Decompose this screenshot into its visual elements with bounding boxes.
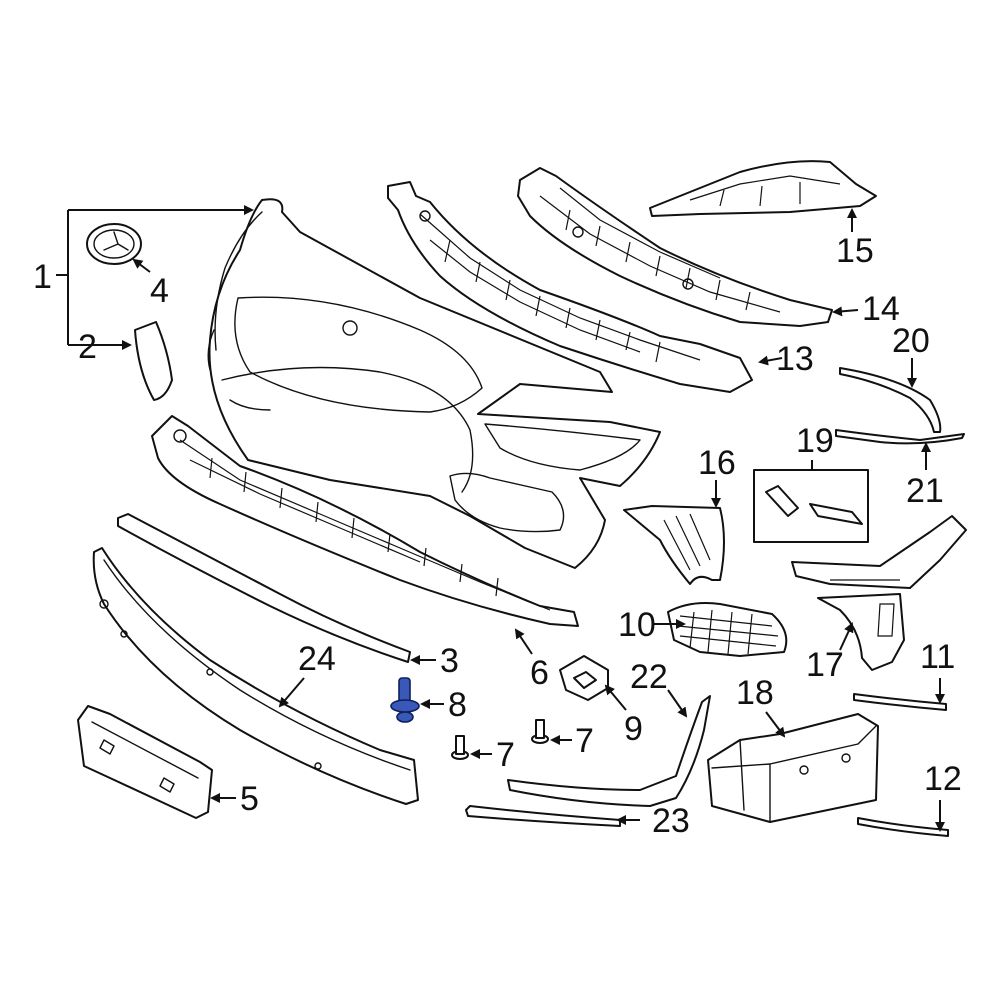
fog-lamp-grille bbox=[667, 602, 788, 657]
push-rivet bbox=[390, 677, 420, 723]
callout-23: 23 bbox=[652, 802, 690, 840]
callout-2: 2 bbox=[78, 328, 97, 366]
callout-10: 10 bbox=[618, 606, 656, 644]
callout-1: 1 bbox=[33, 258, 52, 296]
callout-4: 4 bbox=[150, 272, 169, 310]
clip-nut bbox=[559, 655, 609, 701]
callout-21: 21 bbox=[906, 472, 944, 510]
lower-bumper-frame bbox=[151, 415, 579, 627]
callout-22: 22 bbox=[630, 658, 668, 696]
upper-crossmember bbox=[517, 167, 833, 327]
callout-18: 18 bbox=[736, 674, 774, 712]
kit-piece-b bbox=[809, 503, 863, 525]
callout-15: 15 bbox=[836, 232, 874, 270]
callout-8: 8 bbox=[448, 686, 467, 724]
kit-piece-a bbox=[765, 485, 799, 517]
callout-11: 11 bbox=[920, 638, 955, 676]
chrome-trim-lower bbox=[835, 429, 965, 445]
molding-strip-lower bbox=[857, 817, 949, 837]
air-duct-bracket bbox=[623, 505, 725, 585]
leader-lines bbox=[56, 205, 945, 832]
crash-absorber-block bbox=[707, 713, 879, 823]
callout-12: 12 bbox=[924, 760, 962, 798]
callout-7a: 7 bbox=[575, 722, 594, 760]
emblem bbox=[86, 223, 142, 265]
side-cover bbox=[134, 321, 173, 401]
bumper-cover bbox=[207, 198, 661, 569]
impact-absorber bbox=[92, 547, 419, 805]
callout-19: 19 bbox=[796, 422, 834, 460]
trim-strip-lower bbox=[465, 805, 621, 827]
callout-20: 20 bbox=[892, 322, 930, 360]
trim-strip-upper bbox=[507, 695, 711, 807]
callout-7b: 7 bbox=[496, 736, 515, 774]
screw-b bbox=[451, 735, 469, 760]
front-spoiler-lip bbox=[117, 513, 411, 663]
callout-24: 24 bbox=[298, 640, 336, 678]
top-guide-panel bbox=[649, 160, 877, 217]
chrome-trim-upper bbox=[839, 367, 942, 433]
callout-13: 13 bbox=[776, 340, 814, 378]
screw-a bbox=[531, 719, 549, 744]
side-support-bracket bbox=[791, 515, 967, 671]
upper-support-bracket bbox=[387, 181, 753, 393]
license-plate-bracket bbox=[77, 705, 213, 819]
molding-strip-upper bbox=[853, 693, 947, 711]
callout-16: 16 bbox=[698, 444, 736, 482]
callout-6: 6 bbox=[530, 654, 549, 692]
callout-5: 5 bbox=[240, 780, 259, 818]
callout-9: 9 bbox=[624, 710, 643, 748]
callouts: 1 2 4 3 5 6 7 7 8 9 10 11 12 13 14 15 16… bbox=[33, 232, 962, 840]
callout-17: 17 bbox=[806, 646, 844, 684]
callout-14: 14 bbox=[862, 290, 900, 328]
callout-3: 3 bbox=[440, 642, 459, 680]
